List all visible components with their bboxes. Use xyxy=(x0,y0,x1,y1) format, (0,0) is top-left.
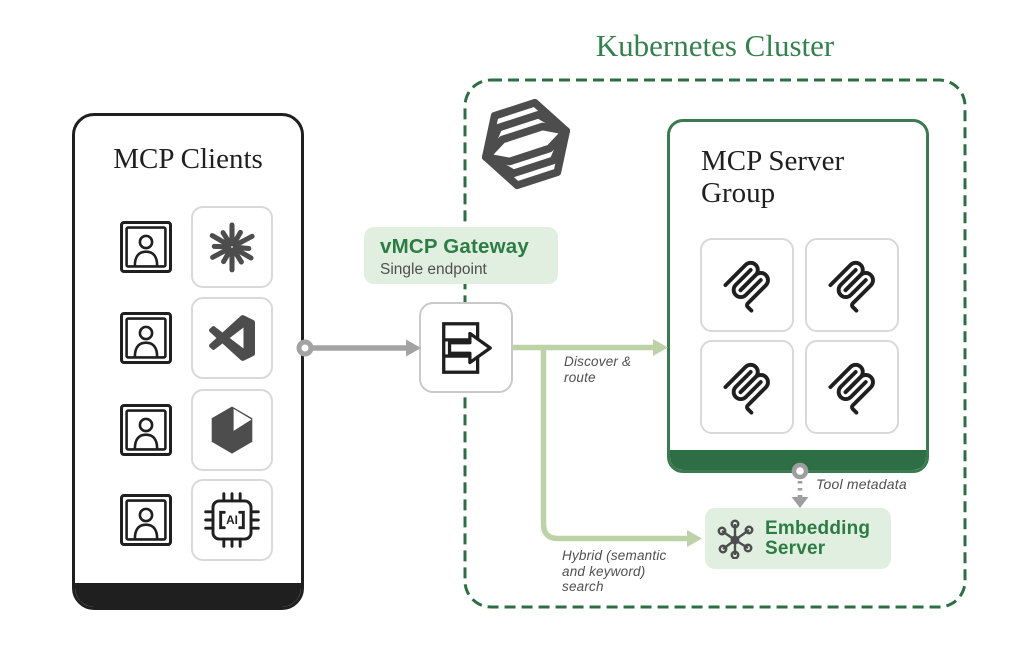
client-app-tile xyxy=(191,297,273,379)
mcp-server-group-panel: MCP Server Group xyxy=(667,119,929,473)
person-icon xyxy=(125,226,167,268)
vscode-icon xyxy=(209,315,255,361)
client-app-tile xyxy=(191,206,273,288)
client-app-tile xyxy=(191,389,273,471)
mcp-server-group-title: MCP Server Group xyxy=(701,145,845,209)
mcp-server-tile xyxy=(700,340,794,434)
network-graph-icon xyxy=(717,519,754,559)
embedding-server-box: Embedding Server xyxy=(705,508,891,569)
cube-3d-icon xyxy=(211,406,253,454)
hexagon-stripes-icon xyxy=(481,98,571,190)
client-user-box xyxy=(120,312,172,364)
kubernetes-cluster-boundary xyxy=(463,78,967,609)
mcp-clients-title: MCP Clients xyxy=(113,143,263,175)
mcp-clients-panel: MCP Clients xyxy=(72,113,304,610)
embedding-server-title: Embedding Server xyxy=(765,517,871,559)
ai-chip-icon: AI xyxy=(204,492,260,548)
mcp-logo-icon xyxy=(723,260,770,313)
vmcp-gateway-title: vMCP Gateway xyxy=(380,235,530,258)
server-group-bottom-bar xyxy=(670,450,926,470)
claude-icon xyxy=(209,222,255,273)
mcp-logo-icon xyxy=(828,260,875,313)
mcp-logo-icon xyxy=(723,362,770,415)
client-user-box xyxy=(120,221,172,273)
svg-text:AI: AI xyxy=(226,514,238,527)
mcp-server-tile xyxy=(700,238,794,332)
clients-panel-bottom-bar xyxy=(75,583,301,607)
mcp-logo-icon xyxy=(828,362,875,415)
vmcp-gateway-node xyxy=(419,302,513,393)
person-icon xyxy=(125,409,167,451)
mcp-server-tile xyxy=(805,340,899,434)
hybrid-search-label: Hybrid (semantic and keyword) search xyxy=(562,548,667,595)
client-app-tile: AI xyxy=(191,479,273,561)
kubernetes-cluster-title: Kubernetes Cluster xyxy=(595,28,835,63)
mcp-server-tile xyxy=(805,238,899,332)
vmcp-gateway-subtitle: Single endpoint xyxy=(380,261,487,278)
client-user-box xyxy=(120,494,172,546)
client-user-box xyxy=(120,404,172,456)
discover-route-label: Discover & route xyxy=(564,354,632,385)
person-icon xyxy=(125,317,167,359)
tool-metadata-label: Tool metadata xyxy=(816,476,907,492)
person-icon xyxy=(125,499,167,541)
vmcp-gateway-label: vMCP Gateway Single endpoint xyxy=(364,227,558,284)
routing-arrow-icon xyxy=(442,321,492,374)
